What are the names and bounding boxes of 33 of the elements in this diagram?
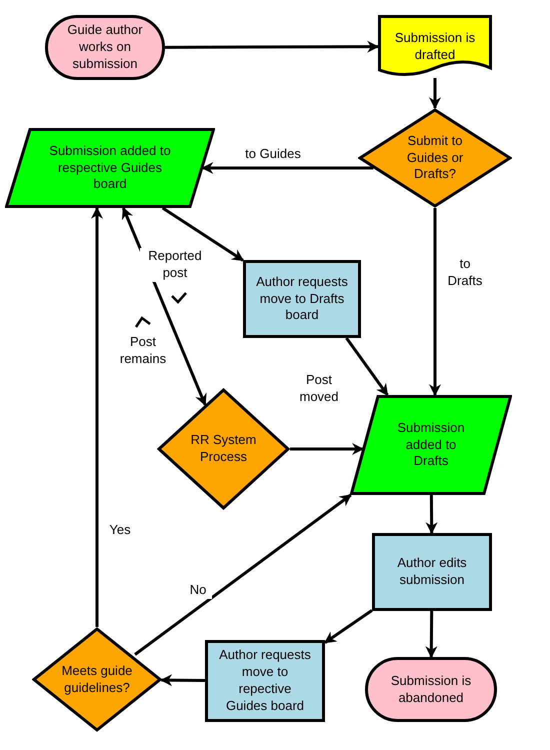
data-parallelogram bbox=[5, 128, 215, 208]
node-text: Submit to Guides or Drafts? bbox=[406, 132, 464, 184]
node-text: Author requests move to Drafts board bbox=[255, 274, 349, 324]
node-text: Submission added to Drafts bbox=[396, 420, 466, 470]
arrow bbox=[345, 337, 389, 396]
arrow bbox=[160, 674, 206, 686]
arrow bbox=[91, 206, 103, 627]
decision-diamond bbox=[358, 108, 512, 208]
node-text: Author edits submission bbox=[396, 555, 468, 589]
arrow bbox=[324, 609, 373, 644]
arrow bbox=[429, 78, 441, 110]
process-box bbox=[372, 533, 492, 611]
decision-diamond bbox=[157, 388, 290, 510]
data-parallelogram bbox=[350, 395, 512, 495]
node-text: Meets guide guidelines? bbox=[60, 662, 134, 696]
node-text: RR System Process bbox=[190, 432, 258, 466]
node-text: Submission is abandoned bbox=[390, 672, 472, 706]
decision-diamond bbox=[32, 627, 162, 732]
node-text: Submission added to respective Guides board bbox=[48, 142, 172, 194]
arrow bbox=[201, 162, 374, 174]
process-box bbox=[243, 260, 361, 338]
arrow bbox=[290, 443, 364, 455]
arrow bbox=[425, 610, 438, 658]
arrow bbox=[426, 494, 438, 534]
node-text: Author requests move to repective Guides board bbox=[218, 647, 312, 715]
node-text: Submission is drafted bbox=[394, 30, 476, 64]
process-box bbox=[205, 640, 325, 722]
document-shape bbox=[378, 15, 492, 78]
node-text: Guide author works on submission bbox=[66, 22, 144, 73]
arrow bbox=[134, 494, 352, 656]
arrow bbox=[165, 40, 380, 53]
arrow bbox=[162, 206, 244, 262]
arrow bbox=[429, 208, 441, 396]
